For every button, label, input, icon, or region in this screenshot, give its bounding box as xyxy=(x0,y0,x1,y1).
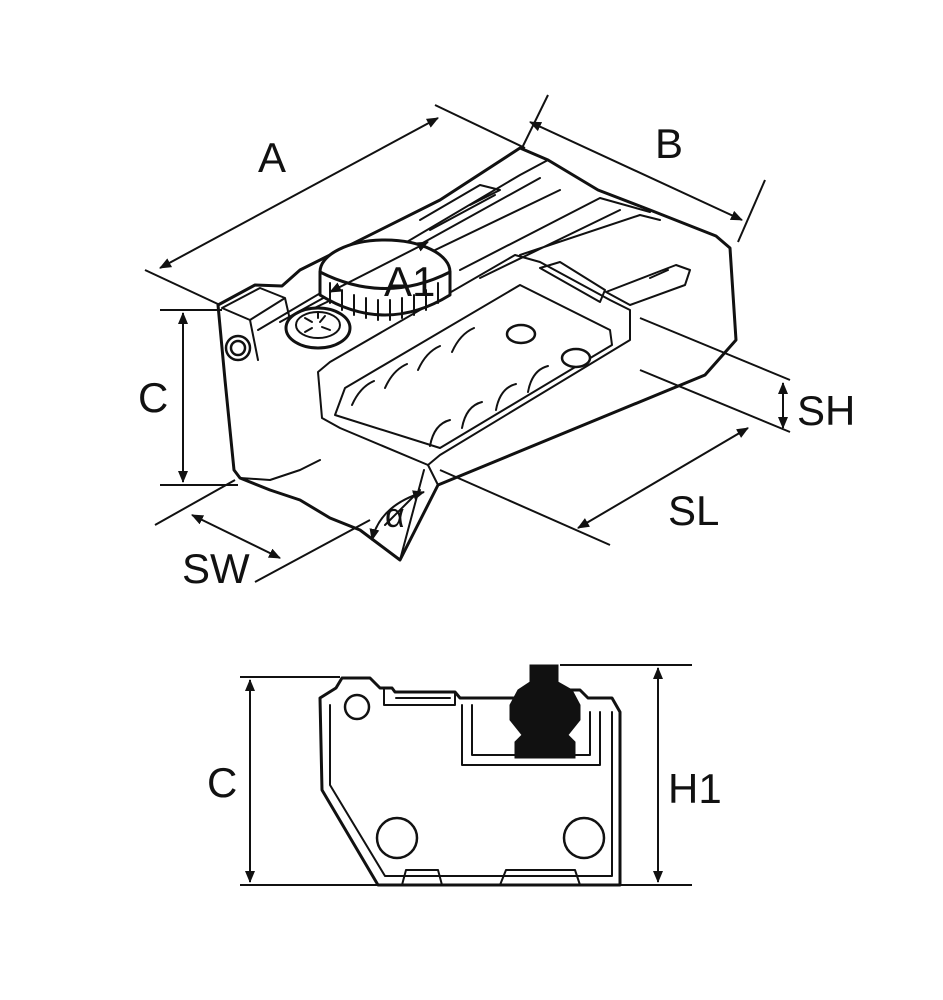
pocket-scallops-left xyxy=(351,327,475,406)
dim-A1-arrow xyxy=(329,241,429,293)
label-SW: SW xyxy=(182,545,250,592)
pocket-inner xyxy=(334,284,613,449)
side-profile-inner xyxy=(329,704,613,877)
label-A: A xyxy=(258,134,286,181)
dim-B-ext-right xyxy=(737,179,766,243)
label-C-bottom: C xyxy=(207,759,237,806)
label-SL: SL xyxy=(668,487,719,534)
right-tab xyxy=(539,261,691,306)
label-H1: H1 xyxy=(668,765,722,812)
side-hole-top xyxy=(343,693,371,721)
dim-SW-ext-right xyxy=(254,519,371,583)
side-top-notches xyxy=(383,687,611,706)
body-outline xyxy=(216,146,738,562)
label-alpha: α xyxy=(385,497,405,535)
isometric-view: A B A1 C SH SL SW α xyxy=(138,94,855,592)
pocket-hole-2 xyxy=(560,347,592,369)
dim-SW-ext-left xyxy=(154,479,236,526)
end-hole-inner xyxy=(229,339,247,357)
dim-alpha-arc xyxy=(369,490,425,541)
label-A1: A1 xyxy=(384,258,435,305)
screw-slots xyxy=(304,311,331,333)
side-view: C H1 xyxy=(207,664,722,887)
screw-head xyxy=(284,306,352,350)
side-bottom-notches xyxy=(401,869,581,886)
dim-SL-ext xyxy=(439,469,611,546)
dim-SW-arrow xyxy=(191,514,281,559)
knob-knurl xyxy=(329,282,439,321)
front-face-edge xyxy=(224,379,321,481)
pocket-hole-1 xyxy=(505,323,537,345)
end-block xyxy=(221,287,291,361)
dim-B-arrow xyxy=(529,121,743,221)
dim-A-arrow xyxy=(159,117,439,269)
knob-section xyxy=(509,664,581,759)
side-hole-left xyxy=(375,816,419,860)
dim-A-ext-right xyxy=(434,104,526,149)
dim-A-ext-left xyxy=(144,269,221,306)
pocket-scallops-front xyxy=(429,365,549,447)
label-SH: SH xyxy=(797,387,855,434)
dim-SH-ext-bottom xyxy=(639,369,791,433)
top-ridge xyxy=(419,184,501,231)
dim-B-ext-left xyxy=(521,94,549,149)
dim-SH-ext-top xyxy=(639,317,791,381)
pocket-outline xyxy=(317,254,631,466)
label-B: B xyxy=(655,120,683,167)
side-hole-right xyxy=(562,816,606,860)
label-C-top: C xyxy=(138,374,168,421)
dim-SL-arrow xyxy=(577,427,749,529)
